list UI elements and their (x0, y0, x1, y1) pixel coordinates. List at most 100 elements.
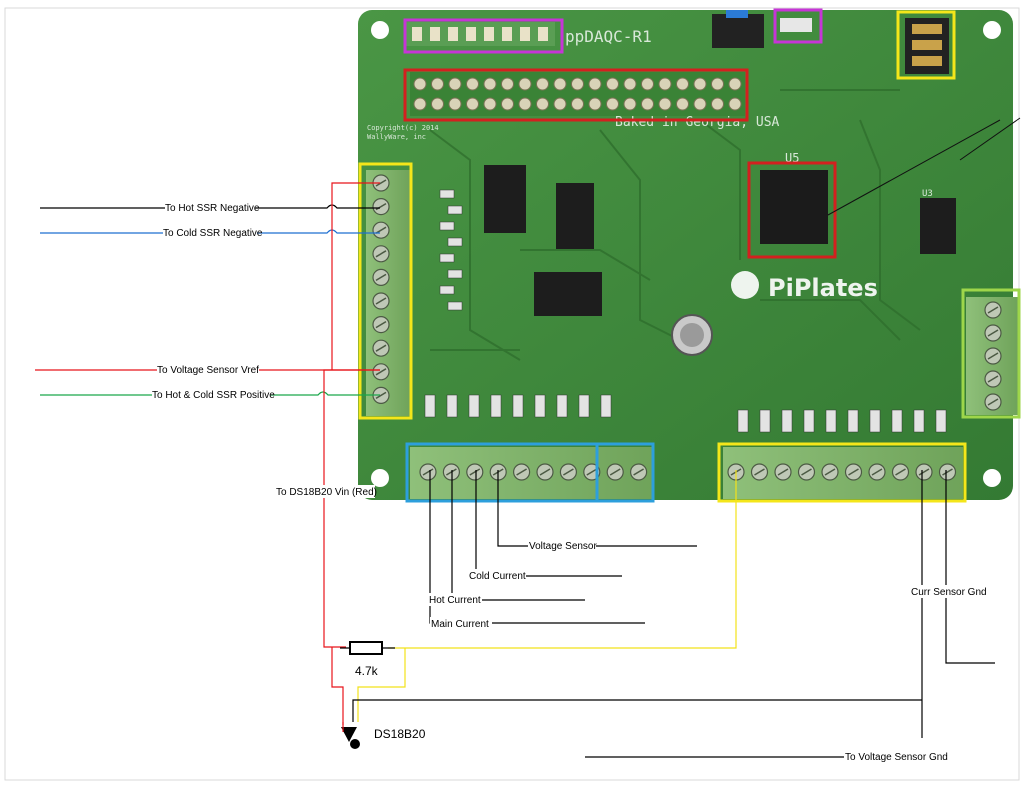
terminal-screw-slot (469, 468, 481, 476)
smd-resistor (490, 394, 502, 418)
highlight-gpio (403, 68, 749, 122)
label-cold-current: Cold Current (469, 571, 526, 582)
terminal-block-right (966, 297, 1018, 415)
terminal-screw-slot (609, 468, 621, 476)
pi-plates-logo: PiPlates (768, 274, 878, 302)
terminal-screw-slot (942, 468, 953, 476)
mount-hole-tr (983, 21, 1001, 39)
wires (35, 182, 995, 758)
label-hot-current: Hot Current (429, 595, 481, 606)
gpio-pin (711, 97, 724, 111)
label-curr-sensor-gnd: Curr Sensor Gnd (911, 587, 987, 598)
resistor-4-7k (340, 641, 395, 655)
gpio-pin (641, 97, 654, 111)
board-model-label: ppDAQC-R1 (565, 27, 652, 46)
gpio-pin (588, 97, 602, 111)
label-hot-ssr-negative: To Hot SSR Negative (165, 203, 260, 214)
gpio-pin (466, 77, 479, 91)
smd-resistor (447, 269, 463, 279)
gpio-pin (728, 77, 742, 91)
gpio-pin (466, 97, 479, 111)
mount-hole-tl (371, 21, 389, 39)
gpio-pin (571, 77, 584, 91)
ic-u3-label: U3 (922, 189, 933, 199)
terminal-screw-slot (754, 468, 765, 476)
terminal-screw-slot (375, 297, 387, 305)
terminal-screw-slot (987, 329, 999, 337)
switch-component (712, 14, 764, 48)
gpio-pin (536, 77, 549, 91)
board-copyright-2: WallyWare, inc (367, 133, 426, 141)
gpio-pin (606, 97, 619, 111)
wire-ds18b20-vin-red (323, 369, 380, 648)
gpio-pin (501, 77, 514, 91)
gpio-pin (518, 77, 532, 91)
terminal-screw-slot (895, 468, 906, 476)
terminal-screw-slot (375, 344, 387, 352)
terminal-screw-slot (871, 468, 883, 476)
terminal-screw-slot (375, 179, 387, 187)
terminal-block-left (366, 170, 410, 416)
gpio-pin (623, 77, 637, 91)
wire-gnd-right (945, 470, 995, 664)
smd-resistor (935, 409, 947, 433)
board-tagline: Baked in Georgia, USA (615, 115, 780, 130)
ds18b20-label: DS18B20 (374, 727, 426, 741)
gpio-pin (501, 97, 514, 111)
terminal-screw-slot (539, 468, 551, 476)
gpio-pin (711, 77, 724, 91)
ic-u3 (920, 198, 956, 254)
highlight-digital-inputs (717, 442, 967, 503)
ic-u5-mcu (760, 170, 828, 244)
gpio-header (410, 72, 745, 116)
capacitor-top (680, 323, 704, 347)
gpio-pin (676, 97, 689, 111)
label-cold-ssr-negative: To Cold SSR Negative (163, 228, 263, 239)
terminal-screw-slot (987, 352, 999, 360)
highlight-right-terminals (961, 288, 1021, 419)
gpio-pin (448, 97, 462, 111)
highlight-left-terminals (358, 162, 413, 420)
smd-resistor (439, 189, 455, 199)
smd-resistor (424, 394, 436, 418)
gpio-pin (728, 97, 742, 111)
terminal-screw-slot (777, 468, 789, 476)
smd-resistor (600, 394, 612, 418)
terminal-screw-slot (848, 468, 859, 476)
wire-red-bus (331, 182, 380, 370)
gpio-pin (483, 97, 497, 111)
logo-dot (731, 271, 759, 299)
mount-hole-br (983, 469, 1001, 487)
wire-hot-cold-ssr-positive (40, 391, 380, 396)
gpio-pin (431, 77, 444, 91)
smd-resistor (781, 409, 793, 433)
gpio-pin (693, 97, 707, 111)
ds18b20-sensor (341, 722, 360, 749)
label-voltage-sensor-gnd: To Voltage Sensor Gnd (845, 752, 948, 763)
wire-yellow-sensor (357, 648, 406, 722)
label-voltage-sensor: Voltage Sensor (529, 541, 597, 552)
terminal-screw-slot (918, 468, 930, 476)
label-main-current: Main Current (431, 619, 489, 630)
wire-ds18b20-red-leg (331, 647, 344, 725)
smd-resistor (446, 394, 458, 418)
smd-resistor (556, 394, 568, 418)
terminal-screw-slot (375, 320, 387, 329)
wire-yellow-data (388, 470, 737, 649)
wire-labels: To Hot SSR Negative To Cold SSR Negative… (152, 201, 987, 763)
gpio-pin (413, 97, 427, 111)
highlight-led-row (403, 18, 564, 54)
terminal-screw-slot (375, 368, 387, 376)
highlight-jumper (896, 10, 956, 80)
d21-led (780, 18, 812, 32)
terminal-screw-slot (586, 468, 598, 476)
smd-resistor (512, 394, 524, 418)
smd-resistor (913, 409, 925, 433)
label-voltage-sensor-vref: To Voltage Sensor Vref (157, 365, 259, 376)
terminal-screw-slot (987, 398, 999, 406)
terminal-screw-slot (375, 273, 387, 282)
label-hot-cold-ssr-positive: To Hot & Cold SSR Positive (152, 390, 275, 401)
pcb-board: ppDAQC-R1 Baked in Georgia, USA Copyrigh… (358, 8, 1021, 503)
pcb-traces (429, 89, 921, 361)
